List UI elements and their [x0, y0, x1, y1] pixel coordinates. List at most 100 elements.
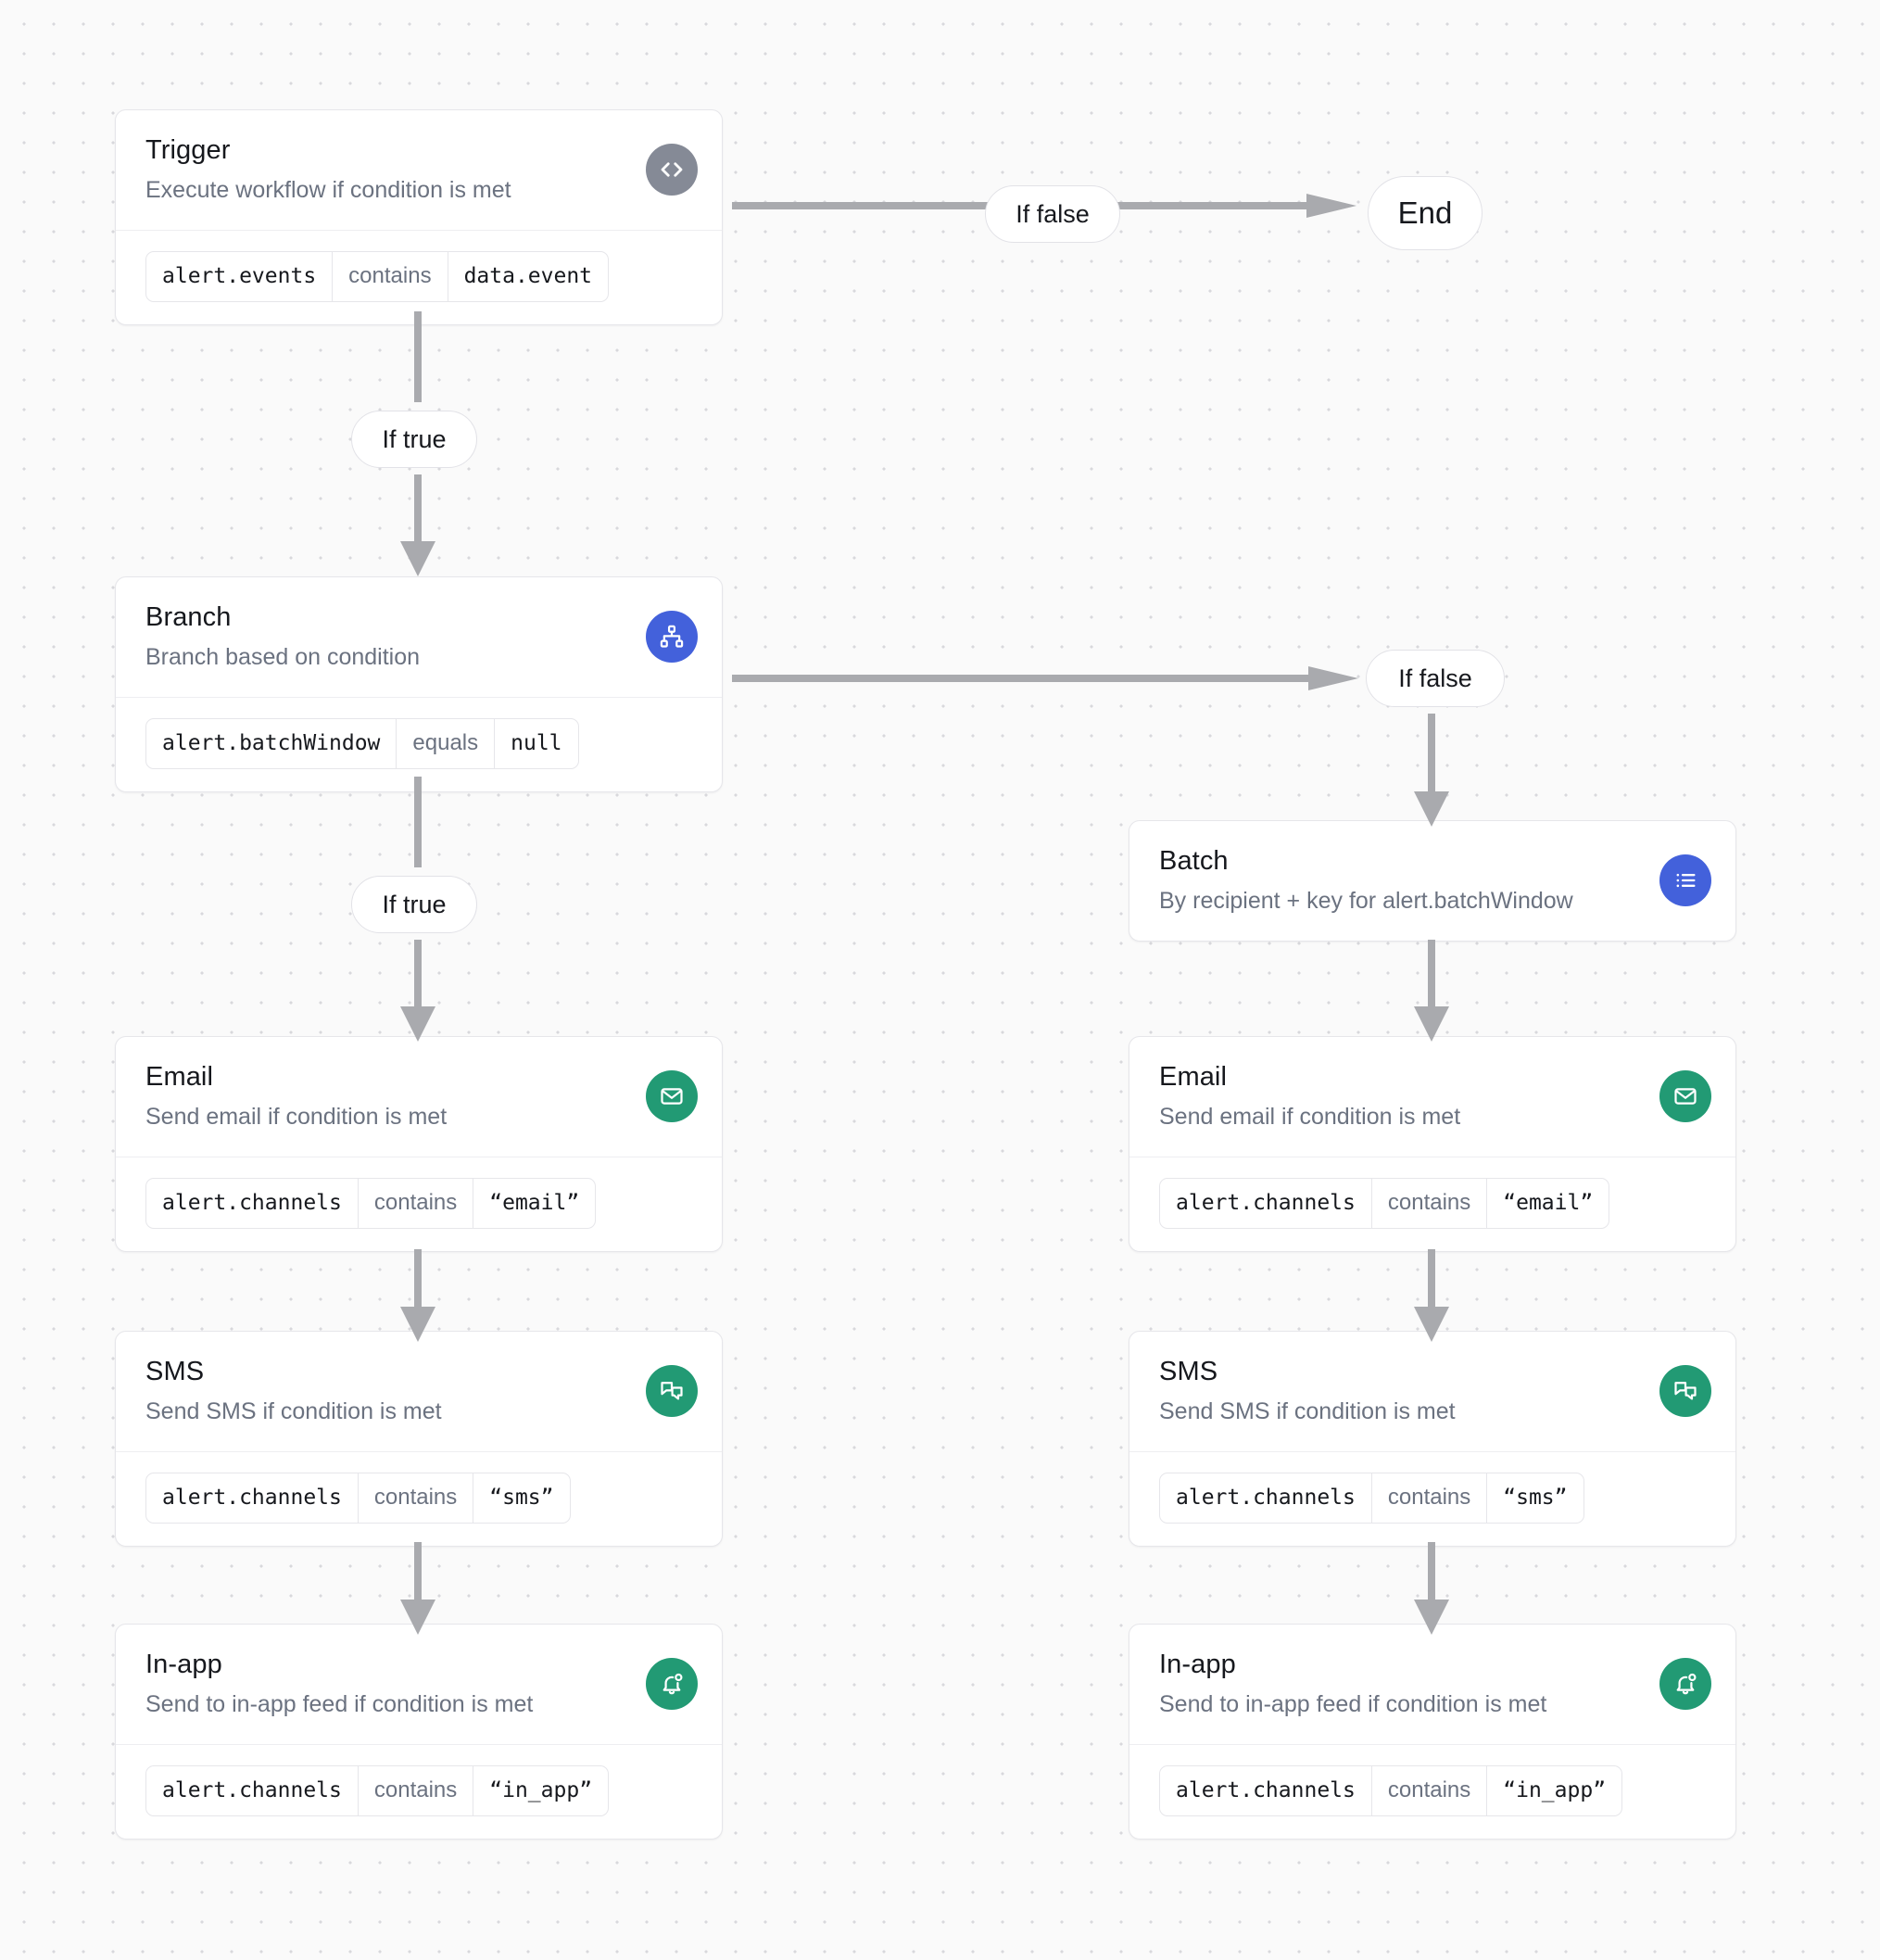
node-email-left[interactable]: Email Send email if condition is met ale… [115, 1036, 723, 1252]
chat-bubbles-icon [1659, 1365, 1711, 1418]
edge-label-branch-if-true[interactable]: If true [351, 876, 477, 933]
node-header: Batch By recipient + key for alert.batch… [1129, 821, 1735, 941]
condition-chip[interactable]: alert.channels contains “in_app” [145, 1764, 610, 1816]
node-description: Send email if condition is met [145, 1104, 448, 1131]
node-header: SMS Send SMS if condition is met [1129, 1332, 1735, 1451]
condition-field: alert.batchWindow [162, 730, 381, 755]
node-sms-left[interactable]: SMS Send SMS if condition is met alert.c… [115, 1331, 723, 1547]
node-header: SMS Send SMS if condition is met [116, 1332, 722, 1451]
condition-chip[interactable]: alert.channels contains “email” [1159, 1177, 1610, 1229]
condition-value: data.event [463, 263, 593, 288]
node-description: Send to in-app feed if condition is met [145, 1691, 534, 1718]
node-title: SMS [145, 1357, 205, 1386]
node-title: Email [1159, 1062, 1228, 1092]
node-inapp-left[interactable]: In-app Send to in-app feed if condition … [115, 1624, 723, 1840]
edge-label-branch-if-false[interactable]: If false [1366, 650, 1505, 707]
node-header: In-app Send to in-app feed if condition … [116, 1625, 722, 1744]
edge-if-false-to-batch [1414, 714, 1449, 827]
end-node[interactable]: End [1368, 176, 1483, 250]
condition-field: alert.events [162, 263, 317, 288]
edge-branch-to-if-true [411, 777, 424, 867]
edge-if-true-to-email [400, 940, 435, 1042]
condition-field: alert.channels [1176, 1485, 1356, 1510]
node-header: Email Send email if condition is met [1129, 1037, 1735, 1157]
edge-trigger-to-if-false [732, 199, 991, 212]
condition-value: “email” [489, 1190, 580, 1215]
edge-label-trigger-if-false[interactable]: If false [985, 185, 1120, 243]
node-branch[interactable]: Branch Branch based on condition alert.b… [115, 576, 723, 792]
condition-value: “sms” [1503, 1485, 1568, 1510]
edge-batch-to-email [1414, 940, 1449, 1042]
condition-field: alert.channels [1176, 1777, 1356, 1802]
node-description: Send to in-app feed if condition is met [1159, 1691, 1547, 1718]
code-brackets-icon [646, 144, 698, 196]
condition-operator: equals [396, 718, 496, 768]
node-title: Email [145, 1062, 214, 1092]
condition-operator: contains [357, 1178, 474, 1228]
node-description: Branch based on condition [145, 644, 421, 671]
edge-sms-to-inapp-left [400, 1542, 435, 1635]
node-description: Send SMS if condition is met [145, 1398, 442, 1425]
node-header: Trigger Execute workflow if condition is… [116, 110, 722, 230]
condition-chip[interactable]: alert.channels contains “in_app” [1159, 1764, 1623, 1816]
node-sms-right[interactable]: SMS Send SMS if condition is met alert.c… [1129, 1331, 1736, 1547]
condition-chip[interactable]: alert.events contains data.event [145, 250, 610, 302]
condition-chip[interactable]: alert.channels contains “email” [145, 1177, 597, 1229]
condition-operator: contains [357, 1473, 474, 1523]
edge-label-text: If true [382, 890, 447, 918]
chat-bubbles-icon [646, 1365, 698, 1418]
node-header: Branch Branch based on condition [116, 577, 722, 697]
org-chart-icon [646, 611, 698, 664]
condition-value: “in_app” [1503, 1777, 1607, 1802]
node-title: In-app [1159, 1650, 1236, 1679]
condition-field: alert.channels [162, 1485, 342, 1510]
node-batch[interactable]: Batch By recipient + key for alert.batch… [1129, 820, 1736, 942]
end-node-label: End [1397, 196, 1453, 230]
node-condition-row: alert.channels contains “in_app” [1129, 1743, 1735, 1839]
condition-value: null [511, 730, 562, 755]
condition-field: alert.channels [162, 1190, 342, 1215]
condition-chip[interactable]: alert.batchWindow equals null [145, 717, 579, 769]
node-condition-row: alert.events contains data.event [116, 229, 722, 324]
node-title: In-app [145, 1650, 222, 1679]
envelope-icon [646, 1070, 698, 1123]
condition-chip[interactable]: alert.channels contains “sms” [1159, 1472, 1584, 1524]
node-header: Email Send email if condition is met [116, 1037, 722, 1157]
node-condition-row: alert.channels contains “sms” [116, 1450, 722, 1546]
condition-value: “email” [1503, 1190, 1594, 1215]
node-header: In-app Send to in-app feed if condition … [1129, 1625, 1735, 1744]
node-title: Branch [145, 602, 232, 632]
condition-field: alert.channels [1176, 1190, 1356, 1215]
edge-trigger-to-if-true [411, 311, 424, 402]
node-condition-row: alert.channels contains “email” [116, 1156, 722, 1251]
edge-email-to-sms-left [400, 1249, 435, 1342]
node-condition-row: alert.channels contains “sms” [1129, 1450, 1735, 1546]
edge-email-to-sms-right [1414, 1249, 1449, 1342]
node-description: Execute workflow if condition is met [145, 177, 511, 204]
node-description: Send email if condition is met [1159, 1104, 1461, 1131]
node-trigger[interactable]: Trigger Execute workflow if condition is… [115, 109, 723, 325]
node-condition-row: alert.batchWindow equals null [116, 696, 722, 791]
edge-label-text: If false [1016, 199, 1090, 228]
node-title: Trigger [145, 135, 231, 165]
bell-icon [1659, 1658, 1711, 1711]
node-description: By recipient + key for alert.batchWindow [1159, 888, 1573, 915]
edge-label-text: If false [1398, 664, 1472, 692]
edge-sms-to-inapp-right [1414, 1542, 1449, 1635]
node-email-right[interactable]: Email Send email if condition is met ale… [1129, 1036, 1736, 1252]
condition-field: alert.channels [162, 1777, 342, 1802]
edge-if-false-to-end [1112, 194, 1369, 218]
condition-value: “sms” [489, 1485, 554, 1510]
edge-label-trigger-if-true[interactable]: If true [351, 411, 477, 468]
condition-operator: contains [1370, 1765, 1488, 1815]
bell-icon [646, 1658, 698, 1711]
node-inapp-right[interactable]: In-app Send to in-app feed if condition … [1129, 1624, 1736, 1840]
node-title: SMS [1159, 1357, 1218, 1386]
condition-operator: contains [1370, 1178, 1488, 1228]
condition-operator: contains [1370, 1473, 1488, 1523]
condition-chip[interactable]: alert.channels contains “sms” [145, 1472, 571, 1524]
edge-if-true-to-branch [400, 474, 435, 576]
node-description: Send SMS if condition is met [1159, 1398, 1456, 1425]
condition-operator: contains [357, 1765, 474, 1815]
